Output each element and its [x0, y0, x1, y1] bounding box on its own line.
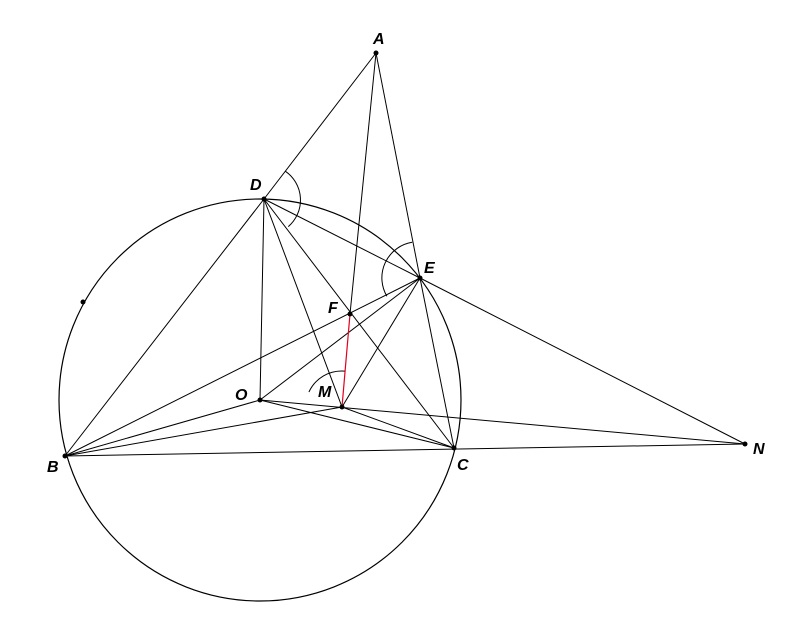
segment-de — [263, 198, 421, 279]
segment-fm — [341, 313, 351, 408]
segment-bo — [64, 399, 261, 457]
segment-oc — [259, 399, 455, 449]
point-c — [451, 445, 457, 451]
segment-oe — [259, 277, 421, 401]
point-o — [257, 397, 263, 403]
point-n — [742, 441, 748, 447]
segment-ad — [263, 52, 377, 200]
segment-do — [259, 198, 265, 401]
segment-em — [341, 277, 421, 408]
segment-dc — [263, 198, 455, 449]
point-b — [62, 453, 68, 459]
segment-ae — [375, 52, 421, 279]
segment-mc — [341, 406, 455, 449]
angle-arc-d — [285, 170, 301, 227]
label-b: B — [47, 459, 59, 476]
label-c: C — [457, 457, 469, 474]
segment-dm — [263, 198, 343, 408]
label-o: O — [235, 387, 248, 404]
segment-bm — [64, 406, 343, 457]
circle-o — [58, 198, 462, 602]
label-d: D — [250, 177, 262, 194]
point-on-circle — [80, 299, 86, 305]
segment-ec — [419, 277, 455, 449]
segment-db — [64, 198, 265, 457]
label-f: F — [328, 300, 339, 317]
point-e — [417, 275, 423, 281]
label-n: N — [753, 441, 765, 458]
point-a — [373, 50, 379, 56]
point-f — [347, 311, 353, 317]
label-e: E — [424, 260, 436, 277]
point-m — [339, 404, 345, 410]
angle-arc-e — [381, 241, 413, 297]
segment-dn — [419, 277, 746, 445]
label-m: M — [318, 384, 332, 401]
point-d — [261, 196, 267, 202]
segment-bn — [64, 443, 746, 457]
angle-arc-m — [308, 370, 345, 393]
segment-af — [349, 52, 377, 315]
label-a: A — [372, 31, 385, 48]
segment-be — [64, 277, 421, 457]
